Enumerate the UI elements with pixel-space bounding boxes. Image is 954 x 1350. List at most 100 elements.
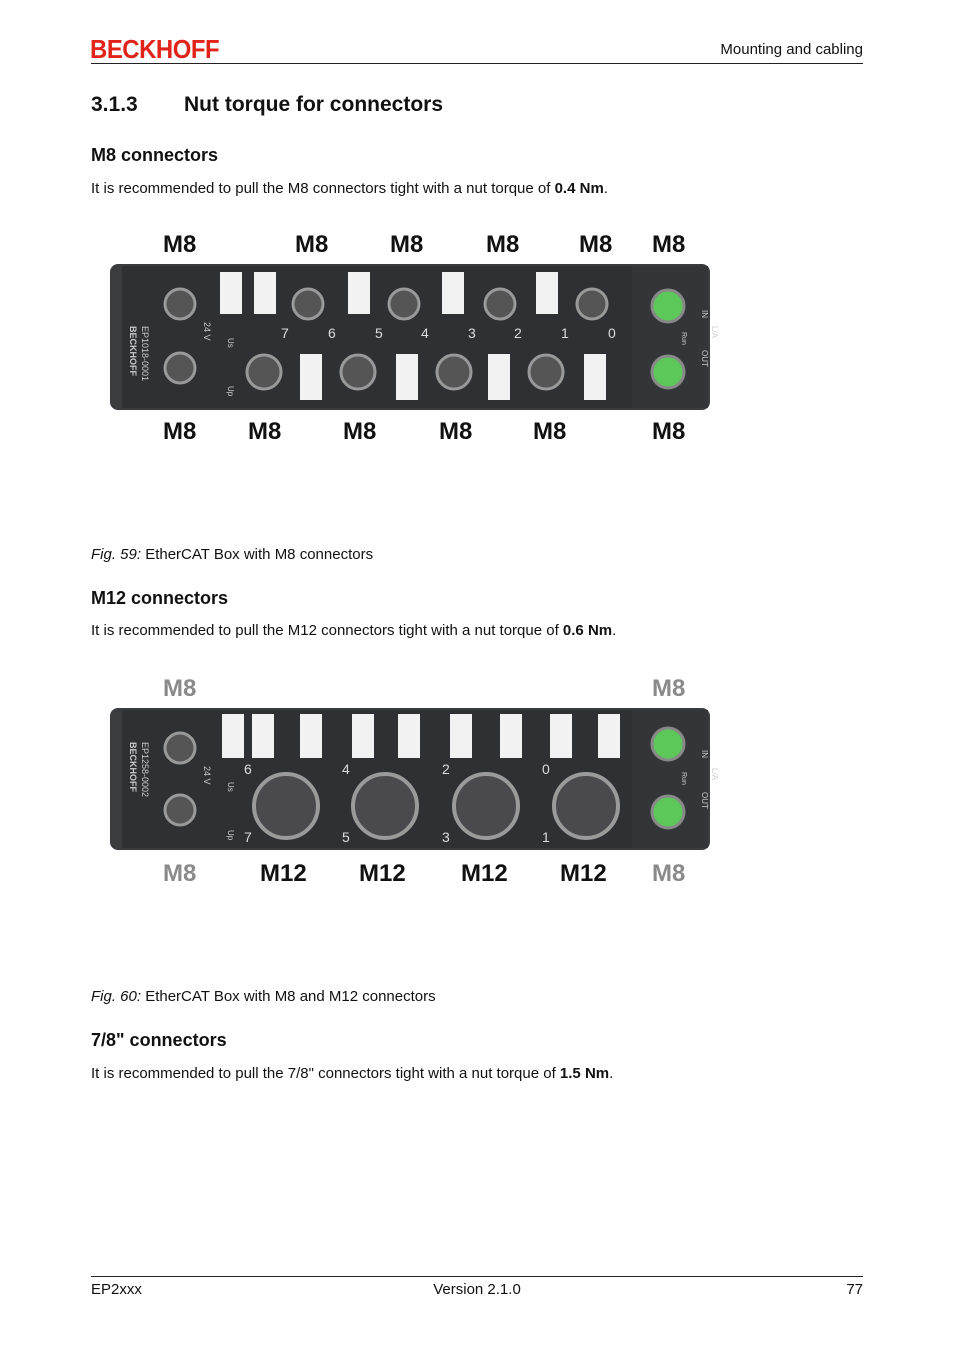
footer-version: Version 2.1.0	[433, 1281, 521, 1298]
caption-text: EtherCAT Box with M8 and M12 connectors	[141, 988, 436, 1005]
m8-top-label: M8	[390, 231, 423, 258]
channel-number: 2	[514, 325, 522, 341]
label-window	[450, 714, 472, 758]
channel-number: 4	[421, 325, 429, 341]
label-window	[222, 714, 244, 758]
m8-connector	[339, 353, 377, 391]
label-window	[348, 272, 370, 314]
m12-connector	[252, 772, 320, 840]
channel-number: 2	[442, 761, 450, 777]
m12-connector	[452, 772, 520, 840]
section-title: Nut torque for connectors	[184, 93, 444, 116]
label-window	[598, 714, 620, 758]
caption-text: EtherCAT Box with M8 connectors	[141, 546, 374, 563]
channel-number: 4	[342, 761, 350, 777]
label-window	[252, 714, 274, 758]
beckhoff-logo: BECKHOFF	[90, 34, 220, 64]
label-window	[500, 714, 522, 758]
device-brand: BECKHOFF	[128, 326, 138, 376]
m8-top-label: M8	[486, 231, 519, 258]
port-out: OUT	[700, 350, 709, 367]
footer-product: EP2xxx	[91, 1281, 142, 1298]
channel-number: 7	[244, 829, 252, 845]
m12-bottom-label: M8	[652, 860, 685, 887]
device-brand: BECKHOFF	[128, 742, 138, 792]
status-up: Up	[226, 830, 235, 841]
m8-bottom-label: M8	[652, 418, 685, 445]
channel-number: 3	[468, 325, 476, 341]
run-label: Run	[680, 772, 687, 785]
m8-connector	[245, 353, 283, 391]
status-us: Us	[226, 782, 235, 792]
label-window	[300, 714, 322, 758]
m8-connector	[575, 287, 609, 321]
figure-59-caption: Fig. 59: EtherCAT Box with M8 connectors	[91, 546, 373, 563]
m12-top-label: M8	[652, 675, 685, 702]
m12-top-label: M8	[163, 675, 196, 702]
label-window	[488, 354, 510, 400]
label-window	[550, 714, 572, 758]
m78-text: It is recommended to pull the 7/8" conne…	[91, 1065, 560, 1082]
m8-top-label: M8	[295, 231, 328, 258]
channel-number: 5	[375, 325, 383, 341]
channel-number: 3	[442, 829, 450, 845]
caption-prefix: Fig. 59:	[91, 546, 142, 563]
channel-number: 6	[244, 761, 252, 777]
m8-top-label: M8	[163, 231, 196, 258]
m8-connector	[163, 351, 197, 385]
m12-text-end: .	[612, 622, 617, 639]
channel-number: 5	[342, 829, 350, 845]
m8-bottom-label: M8	[439, 418, 472, 445]
status-up: Up	[226, 386, 235, 397]
m8-connector	[291, 287, 325, 321]
port-in: IN	[700, 310, 709, 318]
ecat-in-connector	[650, 288, 686, 324]
label-window	[220, 272, 242, 314]
m78-heading: 7/8" connectors	[91, 1030, 227, 1050]
m8-connector	[163, 793, 197, 827]
label-window	[254, 272, 276, 314]
m8-connector	[435, 353, 473, 391]
channel-number: 1	[561, 325, 569, 341]
m8-text: It is recommended to pull the M8 connect…	[91, 180, 555, 197]
header-section-name: Mounting and cabling	[720, 41, 863, 58]
channel-number: 0	[608, 325, 616, 341]
port-out: OUT	[700, 792, 709, 809]
m8-connector	[163, 731, 197, 765]
caption-prefix: Fig. 60:	[91, 988, 142, 1005]
channel-number: 0	[542, 761, 550, 777]
m12-bottom-label: M12	[461, 860, 508, 887]
m8-connector	[483, 287, 517, 321]
ecat-out-connector	[650, 794, 686, 830]
run-label: Run	[680, 332, 687, 345]
link-label: L/A	[710, 768, 719, 781]
section-number: 3.1.3	[91, 93, 138, 116]
m12-bottom-label: M12	[560, 860, 607, 887]
m8-bottom-label: M8	[163, 418, 196, 445]
figure-m8-box: M8 M8 M8 M8 M8 M8 EP1018-0001 BECKHOFF 2…	[110, 231, 719, 445]
ecat-in-connector	[650, 726, 686, 762]
m8-heading: M8 connectors	[91, 145, 219, 165]
m8-connector	[163, 287, 197, 321]
m8-connector	[387, 287, 421, 321]
label-window	[536, 272, 558, 314]
m12-text: It is recommended to pull the M12 connec…	[91, 622, 563, 639]
label-window	[442, 272, 464, 314]
m8-bottom-label: M8	[248, 418, 281, 445]
footer-divider	[91, 1276, 863, 1277]
m12-bottom-label: M8	[163, 860, 196, 887]
m12-bottom-label: M12	[359, 860, 406, 887]
device-supply: 24 V	[202, 322, 212, 341]
device-model: EP1258-0002	[140, 742, 150, 797]
m8-top-label: M8	[652, 231, 685, 258]
m78-paragraph: It is recommended to pull the 7/8" conne…	[91, 1065, 613, 1082]
m8-torque: 0.4 Nm	[554, 180, 604, 197]
m12-heading: M12 connectors	[91, 588, 229, 608]
m78-text-end: .	[609, 1065, 614, 1082]
m8-bottom-label: M8	[343, 418, 376, 445]
m8-text-end: .	[603, 180, 608, 197]
device-model: EP1018-0001	[140, 326, 150, 381]
m8-paragraph: It is recommended to pull the M8 connect…	[91, 180, 608, 197]
ecat-out-connector	[650, 354, 686, 390]
label-window	[300, 354, 322, 400]
